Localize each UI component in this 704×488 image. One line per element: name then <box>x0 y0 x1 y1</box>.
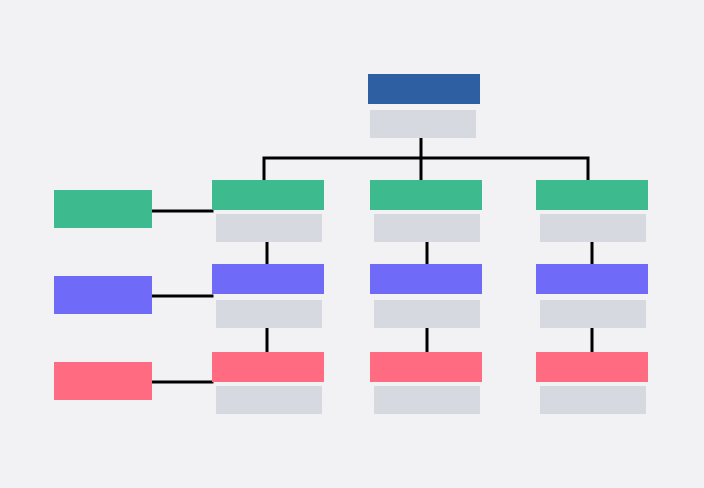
col3-row2-body <box>540 300 646 328</box>
legend-row1 <box>54 190 152 228</box>
col3-row3-body <box>540 386 646 414</box>
col2-row3-body <box>374 386 480 414</box>
col3-row2-header <box>536 264 648 294</box>
col2-row2-body <box>374 300 480 328</box>
root-node-body <box>370 110 476 138</box>
col1-row3-header <box>212 352 324 382</box>
root-node-header <box>368 74 480 104</box>
col1-row1-body <box>216 214 322 242</box>
col3-row3-header <box>536 352 648 382</box>
col1-row2-header <box>212 264 324 294</box>
col3-row1-header <box>536 180 648 210</box>
col2-row1-body <box>374 214 480 242</box>
col2-row1-header <box>370 180 482 210</box>
col2-row3-header <box>370 352 482 382</box>
legend-row3 <box>54 362 152 400</box>
col1-row3-body <box>216 386 322 414</box>
col3-row1-body <box>540 214 646 242</box>
col1-row2-body <box>216 300 322 328</box>
col1-row1-header <box>212 180 324 210</box>
col2-row2-header <box>370 264 482 294</box>
legend-row2 <box>54 276 152 314</box>
